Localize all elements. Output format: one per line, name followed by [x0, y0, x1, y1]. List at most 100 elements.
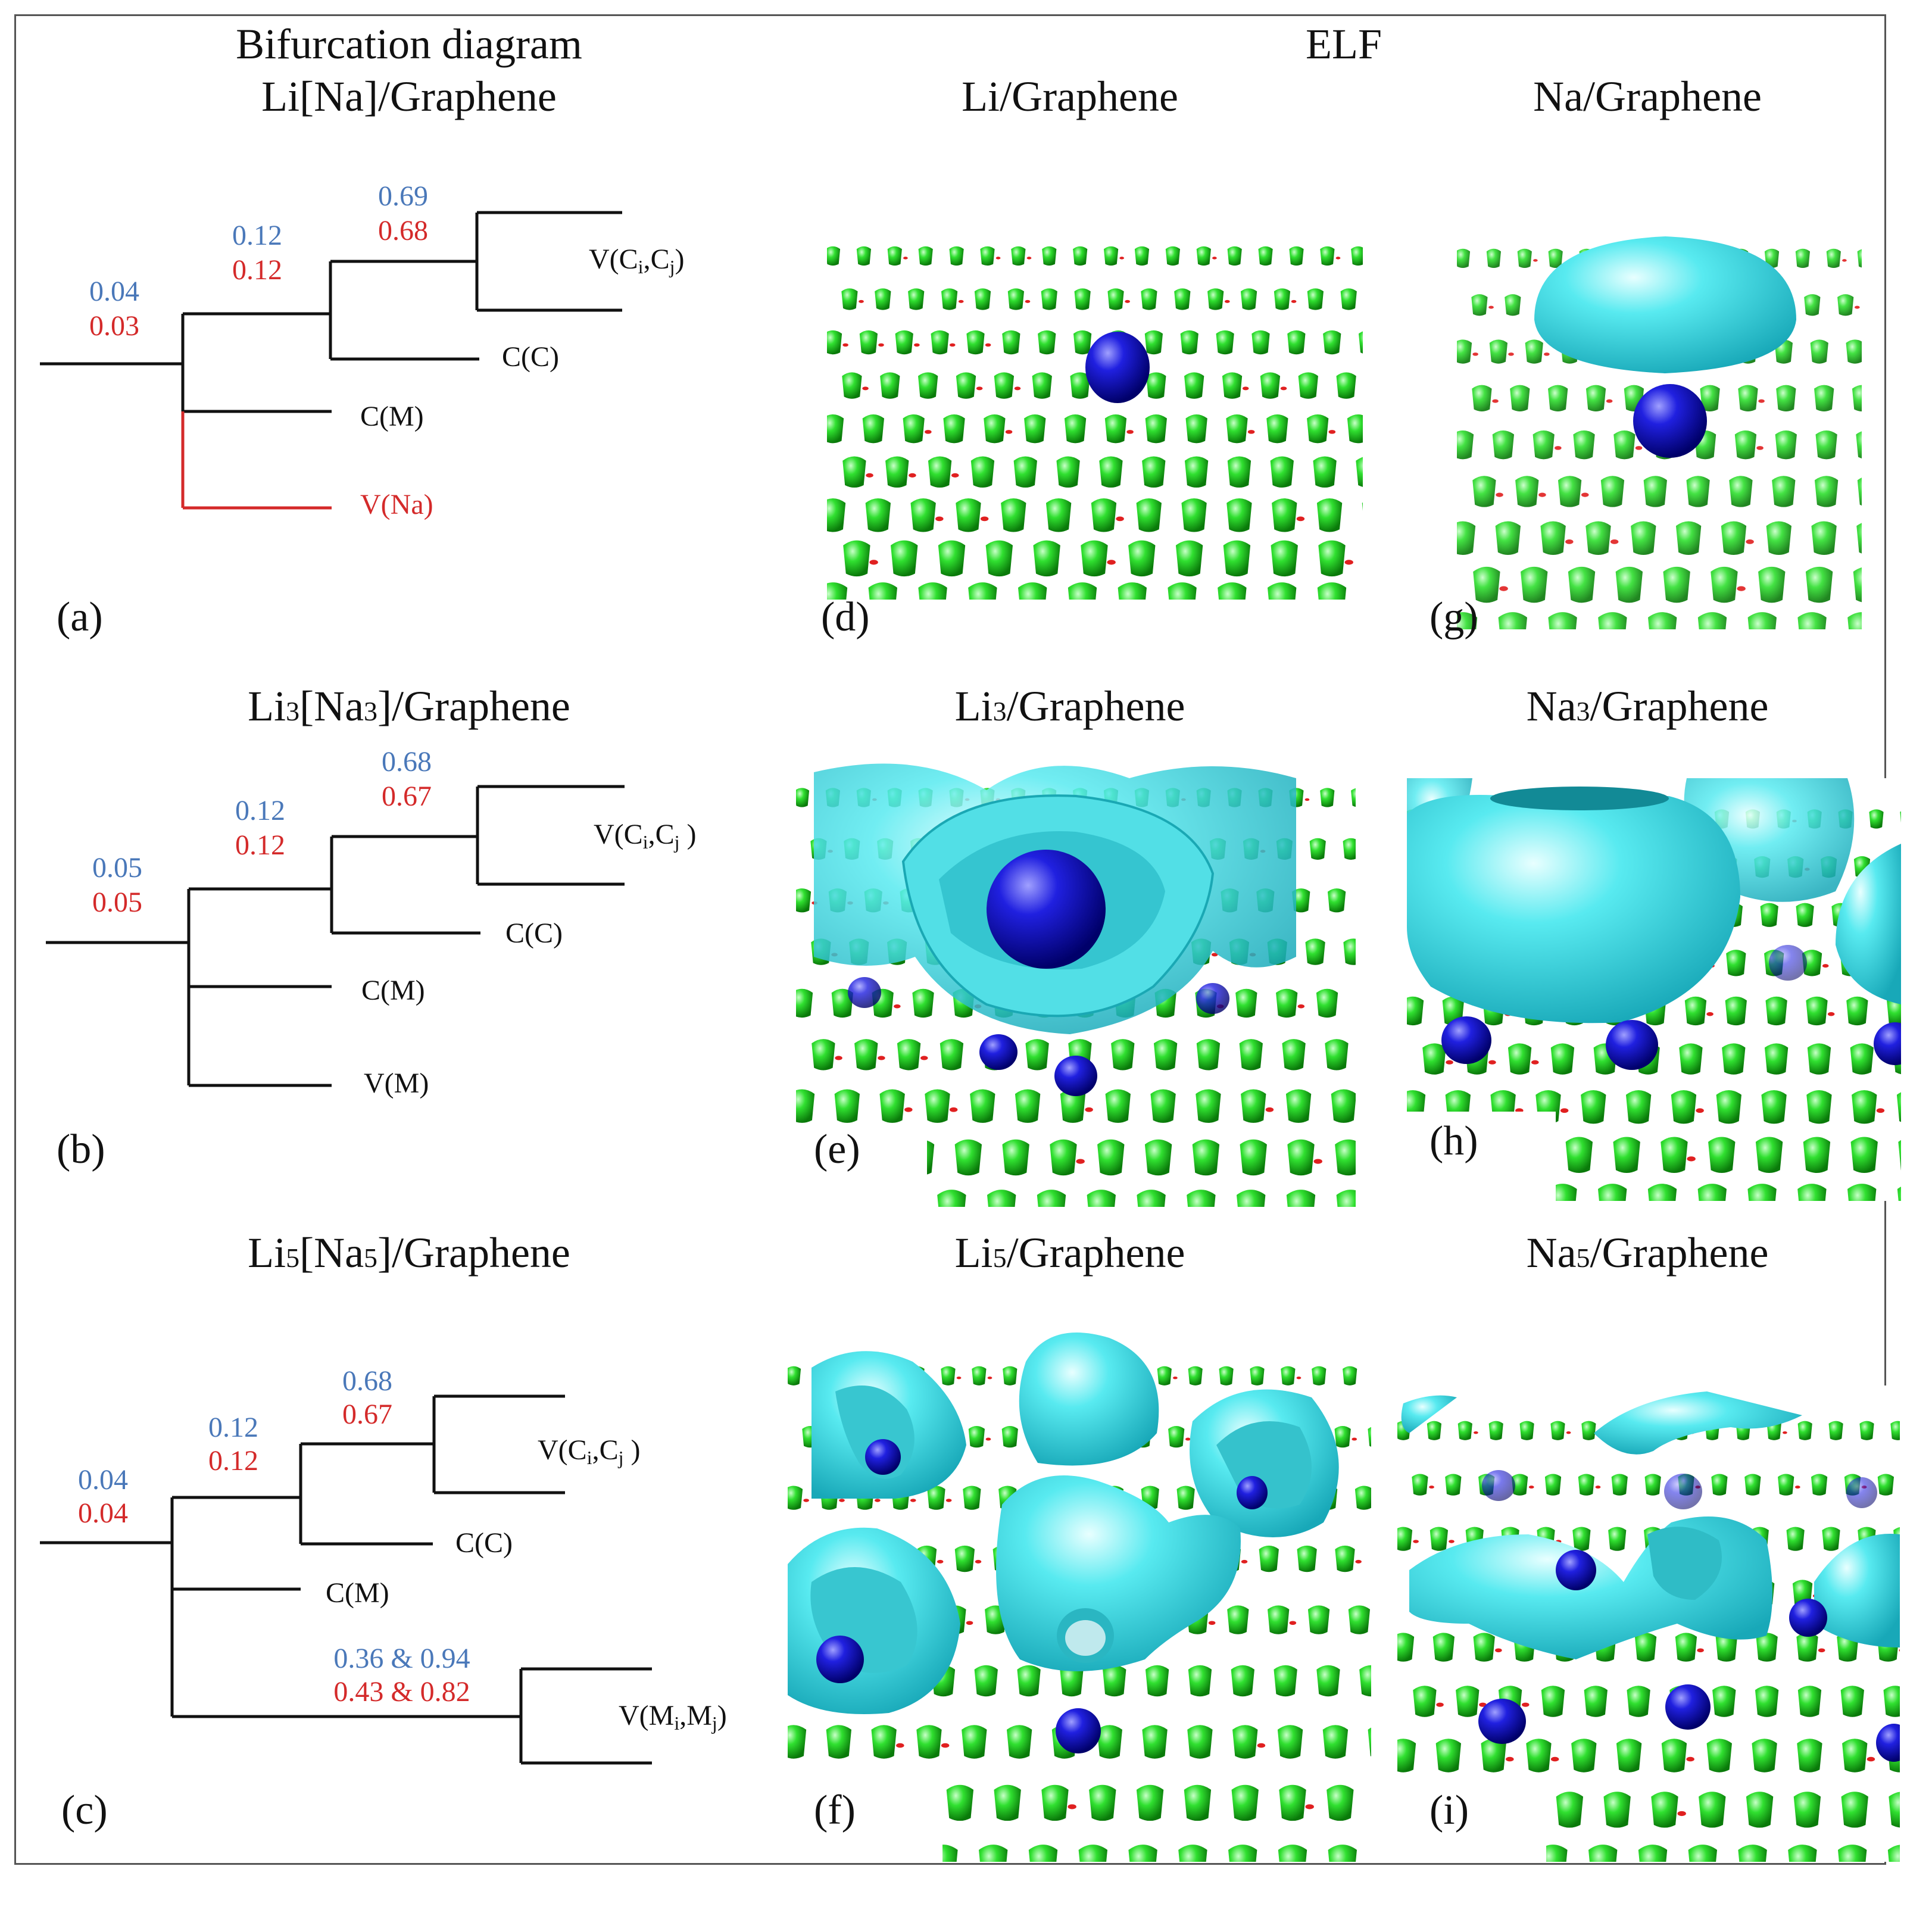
carbon-elf-pillar	[1814, 385, 1834, 412]
carbon-elf-pillar	[1118, 582, 1147, 600]
carbon-elf-pillar	[1776, 385, 1796, 412]
carbon-elf-pillar	[1274, 288, 1291, 310]
carbon-elf-pillar	[1540, 521, 1566, 556]
carbon-elf-dot	[1126, 430, 1134, 434]
carbon-elf-pillar	[1778, 1474, 1794, 1496]
carbon-elf-pillar	[1281, 1366, 1296, 1385]
carbon-elf-dot	[1783, 1431, 1787, 1434]
carbon-elf-pillar	[1250, 1366, 1265, 1385]
tree-b-root-blue: 0.05	[92, 852, 142, 884]
carbon-elf-pillar	[1144, 330, 1163, 355]
carbon-elf-pillar	[1227, 246, 1242, 266]
carbon-elf-pillar	[1343, 938, 1356, 965]
carbon-elf-pillar	[970, 1089, 995, 1123]
carbon-elf-dot	[835, 1056, 842, 1060]
carbon-elf-pillar	[1231, 1665, 1254, 1697]
carbon-elf-pillar	[1013, 456, 1037, 488]
carbon-elf-dot	[1116, 516, 1124, 522]
carbon-elf-pillar	[1457, 521, 1476, 556]
tree-a-mid-blue: 0.12	[232, 220, 282, 251]
carbon-elf-pillar	[1761, 1090, 1787, 1124]
carbon-elf-dot	[1566, 1431, 1571, 1434]
carbon-elf-pillar	[1716, 1090, 1741, 1124]
carbon-elf-pillar	[827, 582, 848, 600]
carbon-elf-dot	[1508, 352, 1514, 356]
carbon-elf-pillar	[1679, 1043, 1703, 1075]
carbon-elf-pillar	[1099, 456, 1123, 488]
carbon-elf-pillar	[1457, 248, 1471, 269]
carbon-elf-pillar	[1335, 1139, 1356, 1176]
carbon-elf-dot	[1756, 446, 1764, 450]
carbon-elf-pillar	[1001, 1426, 1018, 1448]
carbon-elf-dot	[1687, 1156, 1696, 1162]
carbon-elf-pillar	[966, 330, 985, 355]
carbon-elf-dot	[1076, 1159, 1085, 1164]
carbon-elf-pillar	[1228, 1845, 1257, 1862]
carbon-elf-dot	[1696, 1108, 1704, 1113]
metal-atom	[1056, 1708, 1101, 1753]
elf-panel-f	[788, 1326, 1371, 1862]
carbon-elf-pillar	[1307, 288, 1324, 310]
carbon-elf-dot	[1344, 560, 1353, 565]
carbon-elf-pillar	[1145, 414, 1167, 444]
carbon-elf-pillar	[1648, 612, 1677, 629]
carbon-elf-dot	[1488, 305, 1494, 309]
carbon-elf-pillar	[1176, 1486, 1195, 1510]
carbon-elf-pillar	[1150, 1089, 1176, 1123]
carbon-elf-pillar	[1869, 809, 1884, 829]
carbon-elf-pillar	[1573, 430, 1595, 460]
carbon-elf-pillar	[1260, 372, 1281, 399]
tree-c-vm-red: 0.43 & 0.82	[333, 1676, 470, 1708]
carbon-elf-pillar	[927, 1486, 945, 1510]
metal-elf-basin	[996, 1475, 1241, 1671]
carbon-elf-pillar	[1556, 1792, 1584, 1828]
carbon-elf-pillar	[968, 582, 997, 600]
carbon-elf-pillar	[1805, 566, 1833, 603]
tree-c-root-red: 0.04	[78, 1497, 128, 1529]
carbon-elf-dot	[1119, 257, 1125, 260]
carbon-elf-pillar	[1241, 1089, 1266, 1123]
tree-a-leaf-v: V(Na)	[360, 489, 433, 520]
carbon-elf-pillar	[1287, 1139, 1315, 1176]
carbon-elf-pillar	[1196, 1039, 1221, 1071]
carbon-elf-pillar	[1435, 1739, 1461, 1773]
carbon-elf-pillar	[1760, 903, 1778, 927]
row1-right-title: Na/Graphene	[1533, 73, 1762, 120]
carbon-elf-dot	[925, 430, 932, 434]
carbon-elf-dot	[1746, 539, 1754, 544]
carbon-elf-pillar	[1548, 612, 1577, 629]
carbon-elf-pillar	[1507, 1043, 1532, 1075]
carbon-elf-pillar	[1850, 1137, 1878, 1174]
carbon-elf-dot	[875, 1499, 881, 1502]
carbon-elf-dot	[935, 516, 944, 522]
row3-right-title: Na5/Graphene	[1526, 1229, 1769, 1277]
carbon-elf-pillar	[1643, 476, 1667, 507]
carbon-elf-dot	[894, 1004, 901, 1009]
panel-label-c: (c)	[61, 1787, 108, 1833]
carbon-elf-pillar	[1846, 996, 1868, 1026]
carbon-elf-pillar	[1756, 1633, 1778, 1662]
carbon-elf-pillar	[1033, 540, 1060, 577]
carbon-elf-dot	[1265, 1107, 1274, 1112]
carbon-elf-pillar	[1541, 1686, 1565, 1717]
carbon-elf-pillar	[1471, 294, 1488, 316]
carbon-elf-pillar	[946, 1784, 974, 1821]
carbon-elf-pillar	[918, 246, 933, 266]
carbon-elf-pillar	[1309, 838, 1326, 860]
carbon-elf-pillar	[1734, 430, 1757, 460]
carbon-elf-pillar	[1042, 246, 1057, 266]
carbon-elf-pillar	[865, 498, 891, 532]
carbon-elf-pillar	[1060, 1665, 1084, 1697]
carbon-elf-pillar	[1811, 1474, 1828, 1496]
carbon-elf-dot	[920, 1056, 928, 1060]
carbon-elf-pillar	[1581, 1421, 1596, 1440]
carbon-elf-pillar	[1413, 1686, 1437, 1717]
carbon-elf-pillar	[1045, 498, 1072, 532]
carbon-elf-dot	[1014, 386, 1021, 391]
carbon-elf-pillar	[1368, 1727, 1371, 1756]
carbon-elf-pillar	[788, 1366, 801, 1385]
carbon-elf-pillar	[1235, 988, 1257, 1018]
carbon-elf-dot	[903, 257, 908, 260]
carbon-elf-dot	[1335, 257, 1341, 260]
metal-atom	[1606, 1020, 1658, 1070]
